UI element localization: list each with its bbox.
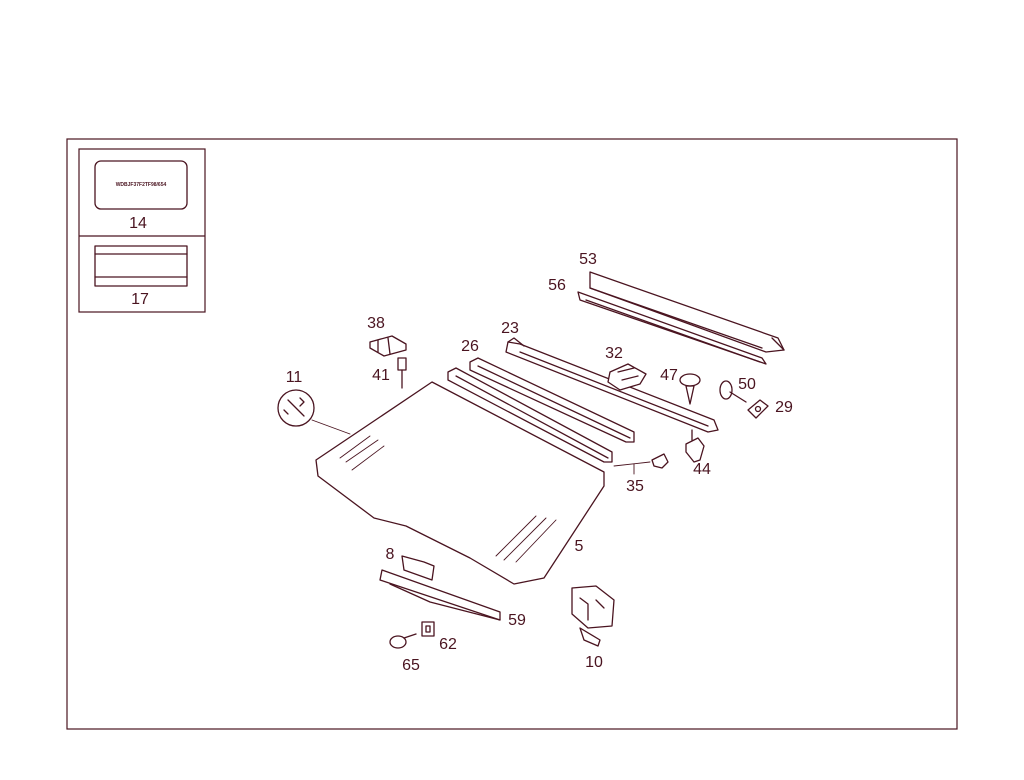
callout-32: 32	[605, 345, 623, 362]
part-10-sensor-assembly	[571, 585, 615, 647]
part-26-seal-strip	[469, 357, 635, 443]
callout-50: 50	[738, 376, 756, 393]
part-53-roof-trim	[589, 271, 785, 353]
callout-53: 53	[579, 251, 597, 268]
callout-56: 56	[548, 277, 566, 294]
legend-panel: WDBJF37F2TF98/654 14 17	[78, 148, 206, 313]
callout-59: 59	[508, 612, 526, 629]
part-8-block	[401, 555, 435, 581]
part-47-screw	[679, 373, 701, 405]
callout-8: 8	[386, 546, 395, 563]
callout-35: 35	[626, 478, 644, 495]
callout-65: 65	[402, 657, 420, 674]
part-32-clip	[607, 363, 647, 391]
sticker-strip-17	[94, 245, 188, 287]
callout-23: 23	[501, 320, 519, 337]
part-65-bolt	[389, 633, 417, 649]
windshield-molding	[447, 367, 613, 463]
callout-11: 11	[286, 369, 303, 386]
part-23-rail	[505, 337, 719, 433]
sticker-label-text: WDBJF37F2TF98/654	[116, 182, 167, 188]
part-5-windshield	[315, 381, 605, 585]
callout-47: 47	[660, 367, 678, 384]
part-29-nut	[747, 399, 769, 419]
callout-62: 62	[439, 636, 457, 653]
legend-number-17: 17	[131, 291, 149, 308]
callout-41: 41	[372, 367, 390, 384]
callout-38: 38	[367, 315, 385, 332]
legend-number-14: 14	[129, 215, 147, 232]
part-44-clip	[685, 429, 705, 463]
part-50-screw	[719, 380, 747, 403]
callout-26: 26	[461, 338, 479, 355]
part-56-seal	[577, 291, 767, 365]
part-41-pin	[397, 357, 407, 389]
sticker-label-14: WDBJF37F2TF98/654	[94, 160, 188, 210]
part-38-clip	[369, 335, 407, 357]
callout-29: 29	[775, 399, 793, 416]
part-59-lower-molding	[379, 569, 501, 621]
diagram-frame	[66, 138, 958, 730]
callout-10: 10	[585, 654, 603, 671]
part-35-bracket	[613, 453, 669, 475]
wrench-icon	[277, 389, 315, 427]
callout-5: 5	[575, 538, 584, 555]
callout-44: 44	[693, 461, 711, 478]
part-62-clip	[421, 621, 435, 637]
